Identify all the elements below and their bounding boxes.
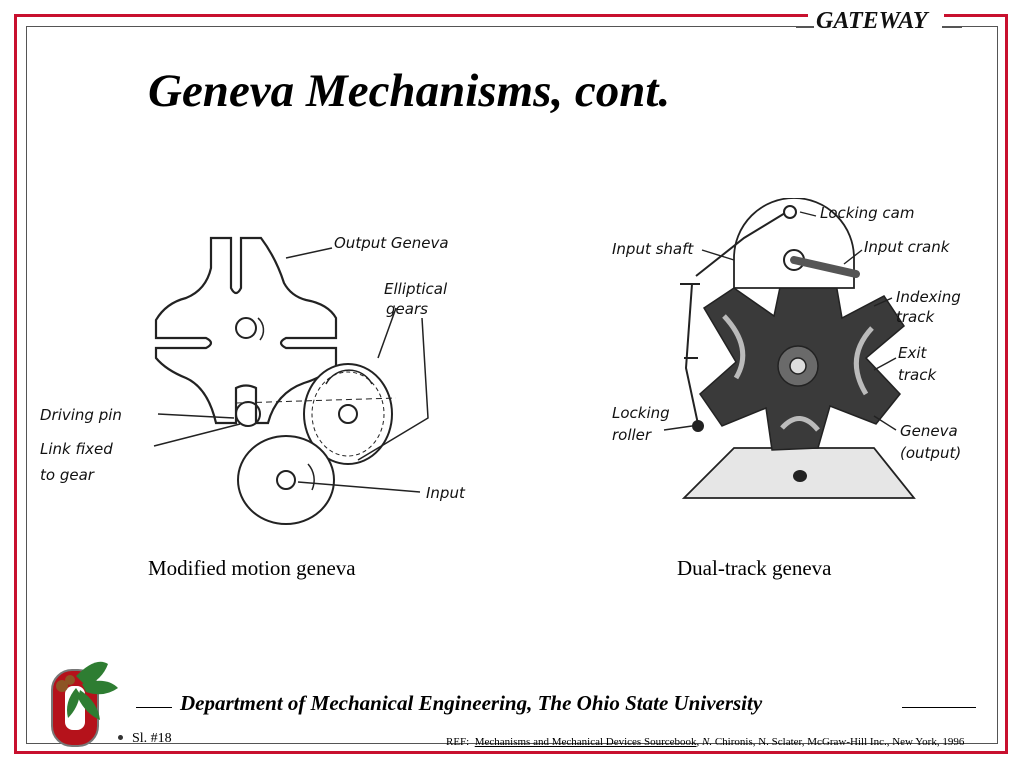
- label-gears: gears: [386, 300, 428, 318]
- footer-rule-left: [136, 707, 172, 708]
- label-indexing-track: track: [896, 308, 935, 326]
- label-geneva: Geneva: [900, 422, 958, 440]
- label-input-shaft: Input shaft: [612, 240, 694, 258]
- label-exit-track: track: [898, 366, 937, 384]
- caption-modified-motion-geneva: Modified motion geneva: [148, 556, 356, 580]
- brand-backdrop: [808, 10, 944, 38]
- label-indexing: Indexing: [896, 288, 961, 306]
- ohio-state-logo: [46, 656, 120, 755]
- brand-rule-left: [796, 26, 814, 28]
- caption-dual-track-geneva: Dual-track geneva: [677, 556, 832, 580]
- label-exit: Exit: [898, 344, 928, 362]
- footer-department: Department of Mechanical Engineering, Th…: [180, 691, 763, 715]
- slide-number: Sl. #18: [132, 731, 172, 746]
- label-locking-cam: Locking cam: [820, 204, 914, 222]
- label-roller: roller: [612, 426, 652, 444]
- label-driving-pin: Driving pin: [40, 406, 122, 424]
- ref-rest: Chironis, N. Sclater, McGraw-Hill Inc., …: [714, 736, 965, 748]
- footer-rule-right: [902, 707, 976, 708]
- brand-gateway: GATEWAY: [816, 8, 928, 34]
- label-input: Input: [426, 484, 466, 502]
- ref-prefix: REF:: [446, 736, 470, 748]
- figure-modified-motion-geneva: Output Geneva Elliptical gears Driving p…: [36, 228, 496, 528]
- label-locking: Locking: [612, 404, 670, 422]
- label-elliptical: Elliptical: [384, 280, 448, 298]
- ref-author-initial: N.: [702, 736, 713, 748]
- label-link-fixed: Link fixed: [40, 440, 113, 458]
- elliptical-gear-lower: [237, 435, 335, 525]
- slide-title: Geneva Mechanisms, cont.: [148, 65, 671, 117]
- label-geneva-output: (output): [900, 444, 961, 462]
- reference-line: REF: Mechanisms and Mechanical Devices S…: [446, 736, 965, 748]
- brand-rule-right: [942, 26, 962, 28]
- ref-book-title: Mechanisms and Mechanical Devices Source…: [474, 736, 697, 748]
- figure-dual-track-geneva: Locking cam Input shaft Input crank Inde…: [604, 198, 984, 518]
- elliptical-gear-upper: [303, 363, 393, 465]
- output-geneva-wheel: [154, 236, 338, 425]
- slide-outer-border: [14, 14, 1008, 754]
- label-input-crank: Input crank: [864, 238, 951, 256]
- footer-bullet: [118, 735, 123, 740]
- slide-inner-border: [26, 26, 998, 744]
- label-output-geneva: Output Geneva: [334, 234, 449, 252]
- label-to-gear: to gear: [40, 466, 95, 484]
